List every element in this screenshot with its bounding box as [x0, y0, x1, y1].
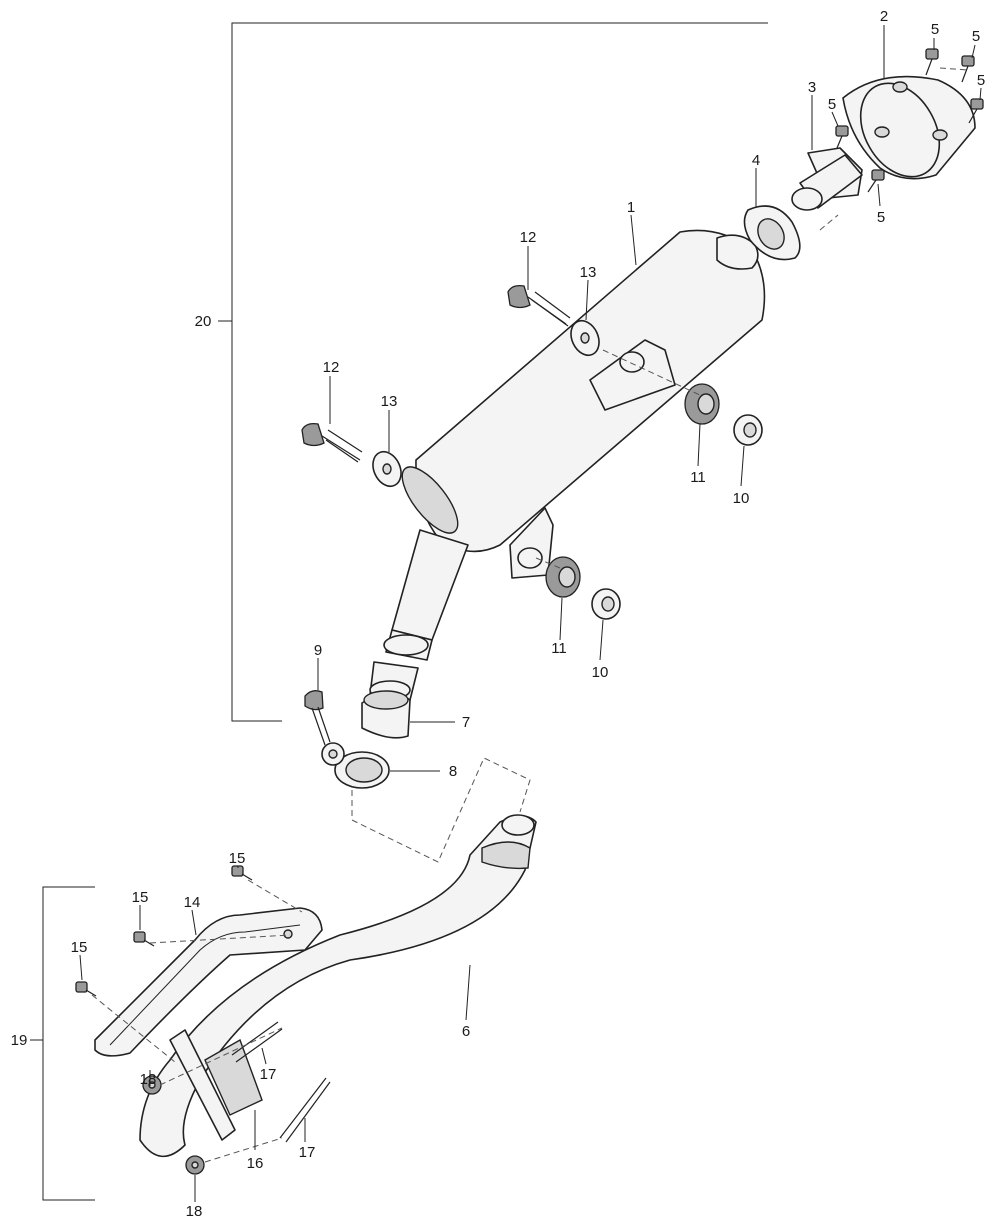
label-part-18a: 18: [140, 1071, 157, 1088]
assembly-bracket-20: [218, 22, 768, 722]
sleeve-part-7: [361, 690, 411, 739]
label-part-12a: 12: [520, 229, 537, 246]
label-part-12b: 12: [323, 359, 340, 376]
label-part-7: 7: [462, 714, 470, 731]
nuts-part-18: [142, 1075, 205, 1175]
label-part-8: 8: [449, 763, 457, 780]
alignment-lines: [91, 67, 969, 1163]
header-pipe: [139, 814, 537, 1158]
flange-part-16: [169, 1029, 263, 1141]
label-part-5c: 5: [977, 72, 985, 89]
heat-shield: [94, 907, 323, 1057]
label-part-1: 1: [627, 199, 635, 216]
label-part-2: 2: [880, 8, 888, 25]
muffler-body: [383, 229, 766, 661]
label-part-5e: 5: [877, 209, 885, 226]
assembly-bracket-19: [30, 886, 95, 1201]
label-part-13a: 13: [580, 264, 597, 281]
label-part-4: 4: [752, 152, 760, 169]
grommets-part-11: [545, 383, 720, 598]
label-part-16: 16: [247, 1155, 264, 1172]
end-cap: [842, 75, 976, 180]
label-part-10b: 10: [592, 664, 609, 681]
label-part-19: 19: [11, 1032, 28, 1049]
label-part-11a: 11: [690, 469, 706, 486]
studs-part-17: [231, 1021, 331, 1143]
label-part-14: 14: [184, 894, 201, 911]
label-part-11b: 11: [551, 640, 567, 657]
label-part-10a: 10: [733, 490, 750, 507]
label-part-9: 9: [314, 642, 322, 659]
label-part-5d: 5: [828, 96, 836, 113]
label-part-17a: 17: [260, 1066, 277, 1083]
tail-pipe-insert: [791, 147, 863, 211]
screws-part-15: [75, 865, 253, 997]
label-part-20: 20: [195, 313, 212, 330]
screws-part-5: [835, 48, 984, 193]
bolts-part-12: [301, 284, 571, 463]
leader-lines: [79, 25, 982, 1202]
collars-part-10: [591, 414, 763, 620]
washers-part-13: [372, 319, 600, 488]
label-part-18b: 18: [186, 1203, 203, 1220]
label-part-5a: 5: [931, 21, 939, 38]
label-part-15c: 15: [71, 939, 88, 956]
label-part-5b: 5: [972, 28, 980, 45]
part-labels: 1 2 3 4 5 5 5 5 5 6 7 8 9 10 10 11 11 12…: [11, 8, 986, 1220]
label-part-15a: 15: [229, 850, 246, 867]
label-part-6: 6: [462, 1023, 470, 1040]
gasket: [743, 205, 801, 261]
label-part-13b: 13: [381, 393, 398, 410]
clamp-part-8: [321, 742, 390, 789]
label-part-17b: 17: [299, 1144, 316, 1161]
label-part-3: 3: [808, 79, 816, 96]
label-part-15b: 15: [132, 889, 149, 906]
bolt-part-9: [304, 690, 331, 746]
